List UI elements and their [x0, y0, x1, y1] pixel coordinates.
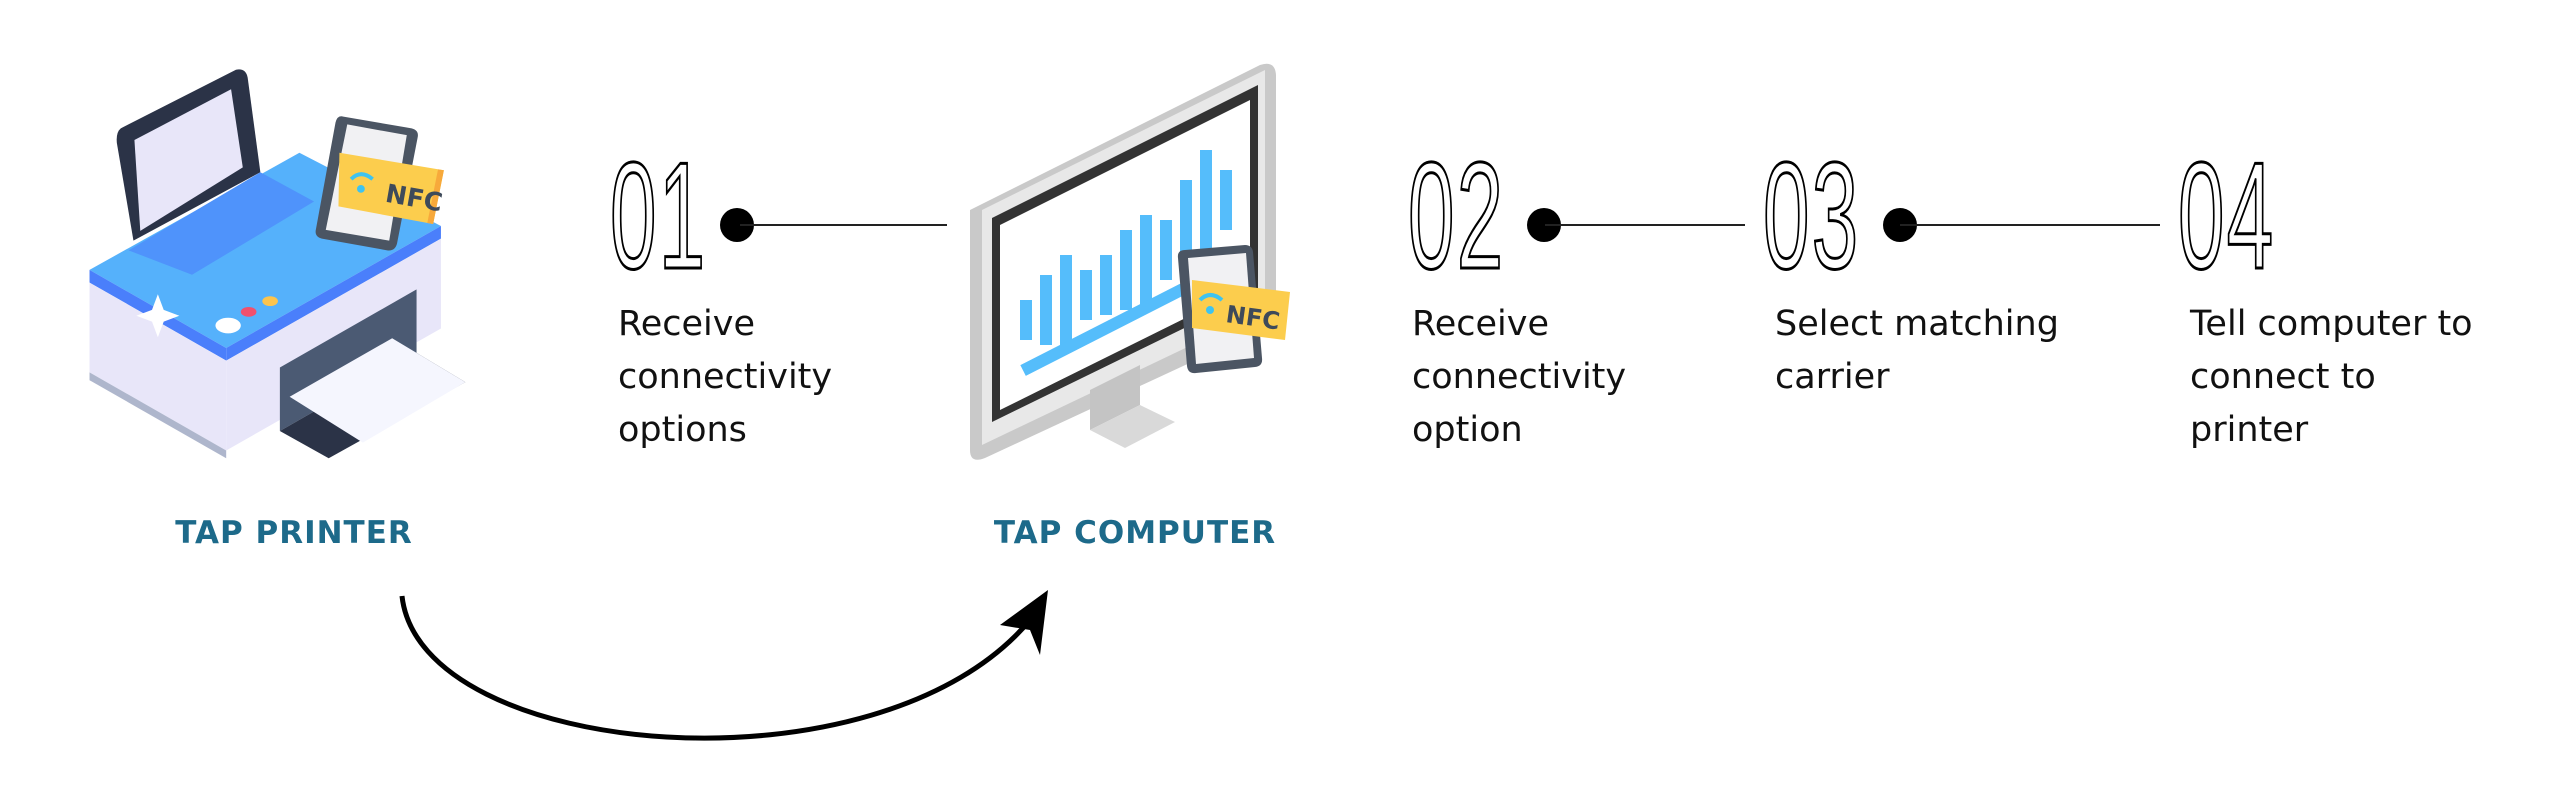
tap-computer-label: TAP COMPUTER: [993, 515, 1277, 551]
arrow-head-icon: [1000, 590, 1048, 655]
step-description: Tell computer to connect to printer: [2190, 304, 2473, 450]
tap-printer-label: TAP PRINTER: [175, 515, 413, 551]
step-description: Receive connectivity options: [618, 304, 833, 450]
step-number: 01: [609, 131, 708, 301]
step-description: Receive connectivity option: [1412, 304, 1627, 450]
printer-illustration: NFC: [89, 69, 466, 459]
connector-line: [1900, 224, 2160, 226]
connector-line: [1545, 224, 1745, 226]
step-number: 02: [1407, 131, 1506, 301]
connector-line: [740, 224, 947, 226]
nfc-phone-icon: NFC: [315, 116, 445, 251]
step-number: 03: [1762, 131, 1861, 301]
step-description: Select matching carrier: [1775, 304, 2059, 397]
step-number: 04: [2177, 131, 2276, 301]
nfc-phone-icon: NFC: [1177, 245, 1290, 374]
computer-illustration: NFC: [970, 63, 1290, 460]
